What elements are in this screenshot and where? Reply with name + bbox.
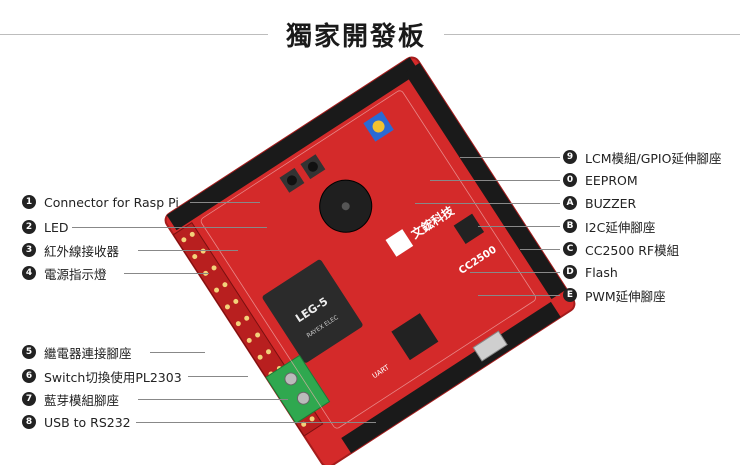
callout-pwm: E PWM延伸腳座	[563, 286, 666, 304]
pl2303-chip	[391, 313, 439, 361]
leader-line	[124, 273, 209, 274]
leader-line	[415, 203, 560, 204]
callout-label: 繼電器連接腳座	[44, 345, 132, 361]
callout-label: EEPROM	[585, 172, 638, 188]
callout-label: BUZZER	[585, 195, 637, 211]
leader-line	[478, 295, 560, 296]
callout-label: Flash	[585, 264, 618, 280]
callout-usb-rs232: 8 USB to RS232	[22, 413, 131, 431]
callout-flash: D Flash	[563, 263, 618, 281]
callout-badge: 1	[22, 195, 36, 209]
callout-cc2500: C CC2500 RF模組	[563, 240, 679, 258]
callout-ir-receiver: 3 紅外線接收器	[22, 241, 119, 259]
callout-badge: 9	[563, 150, 577, 164]
callout-label: Switch切換使用PL2303	[44, 369, 182, 385]
leader-line	[520, 249, 560, 250]
callout-buzzer: A BUZZER	[563, 194, 636, 212]
callout-eeprom: 0 EEPROM	[563, 171, 638, 189]
leader-line	[460, 157, 560, 158]
callout-power-led: 4 電源指示燈	[22, 264, 107, 282]
callout-badge: 5	[22, 345, 36, 359]
leader-line	[150, 352, 205, 353]
leader-line	[190, 202, 260, 203]
callout-badge: 4	[22, 266, 36, 280]
title-rule-left	[0, 34, 268, 35]
page-title: 獨家開發板	[285, 22, 426, 52]
callout-label: CC2500 RF模組	[585, 242, 680, 258]
leader-line	[188, 376, 248, 377]
callout-badge: B	[563, 219, 577, 233]
leader-line	[138, 250, 238, 251]
callout-label: LED	[44, 219, 69, 235]
callout-badge: 3	[22, 243, 36, 257]
callout-badge: 7	[22, 392, 36, 406]
callout-label: 紅外線接收器	[44, 243, 120, 259]
callout-label: Connector for Rasp Pi	[44, 194, 179, 210]
callout-label: 藍芽模組腳座	[44, 392, 120, 408]
flash-chip	[453, 213, 485, 245]
callout-label: LCM模組/GPIO延伸腳座	[585, 150, 722, 166]
callout-badge: C	[563, 242, 577, 256]
leader-line	[470, 272, 560, 273]
terminal-block	[265, 354, 331, 425]
callout-label: 電源指示燈	[44, 266, 107, 282]
bottom-pin-header	[341, 301, 561, 454]
callout-i2c: B I2C延伸腳座	[563, 217, 655, 235]
callout-lcm-gpio: 9 LCM模組/GPIO延伸腳座	[563, 148, 721, 166]
callout-rasp-pi-connector: 1 Connector for Rasp Pi	[22, 193, 179, 211]
leader-line	[136, 422, 376, 423]
leader-line	[138, 399, 288, 400]
callout-badge: 2	[22, 220, 36, 234]
callout-badge: E	[563, 288, 577, 302]
right-pin-header	[404, 62, 567, 300]
callout-switch-pl2303: 6 Switch切換使用PL2303	[22, 367, 182, 385]
callout-badge: D	[563, 265, 577, 279]
usb-connector	[472, 330, 508, 362]
callout-badge: 8	[22, 415, 36, 429]
callout-badge: 6	[22, 369, 36, 383]
brand-logo	[385, 229, 414, 257]
callout-label: USB to RS232	[44, 414, 131, 430]
top-pin-header	[166, 57, 420, 231]
callout-relay-socket: 5 繼電器連接腳座	[22, 343, 132, 361]
pcb-body	[164, 56, 576, 465]
callout-bluetooth-socket: 7 藍芽模組腳座	[22, 390, 119, 408]
leader-line	[478, 226, 560, 227]
callout-badge: 0	[563, 173, 577, 187]
relay	[262, 259, 363, 363]
title-rule-right	[444, 34, 740, 35]
callout-label: PWM延伸腳座	[585, 288, 666, 304]
title-bar: 獨家開發板	[0, 14, 740, 54]
callout-badge: A	[563, 196, 577, 210]
callout-led: 2 LED	[22, 218, 69, 236]
leader-line	[72, 227, 267, 228]
callout-label: I2C延伸腳座	[585, 219, 656, 235]
leader-line	[430, 180, 560, 181]
